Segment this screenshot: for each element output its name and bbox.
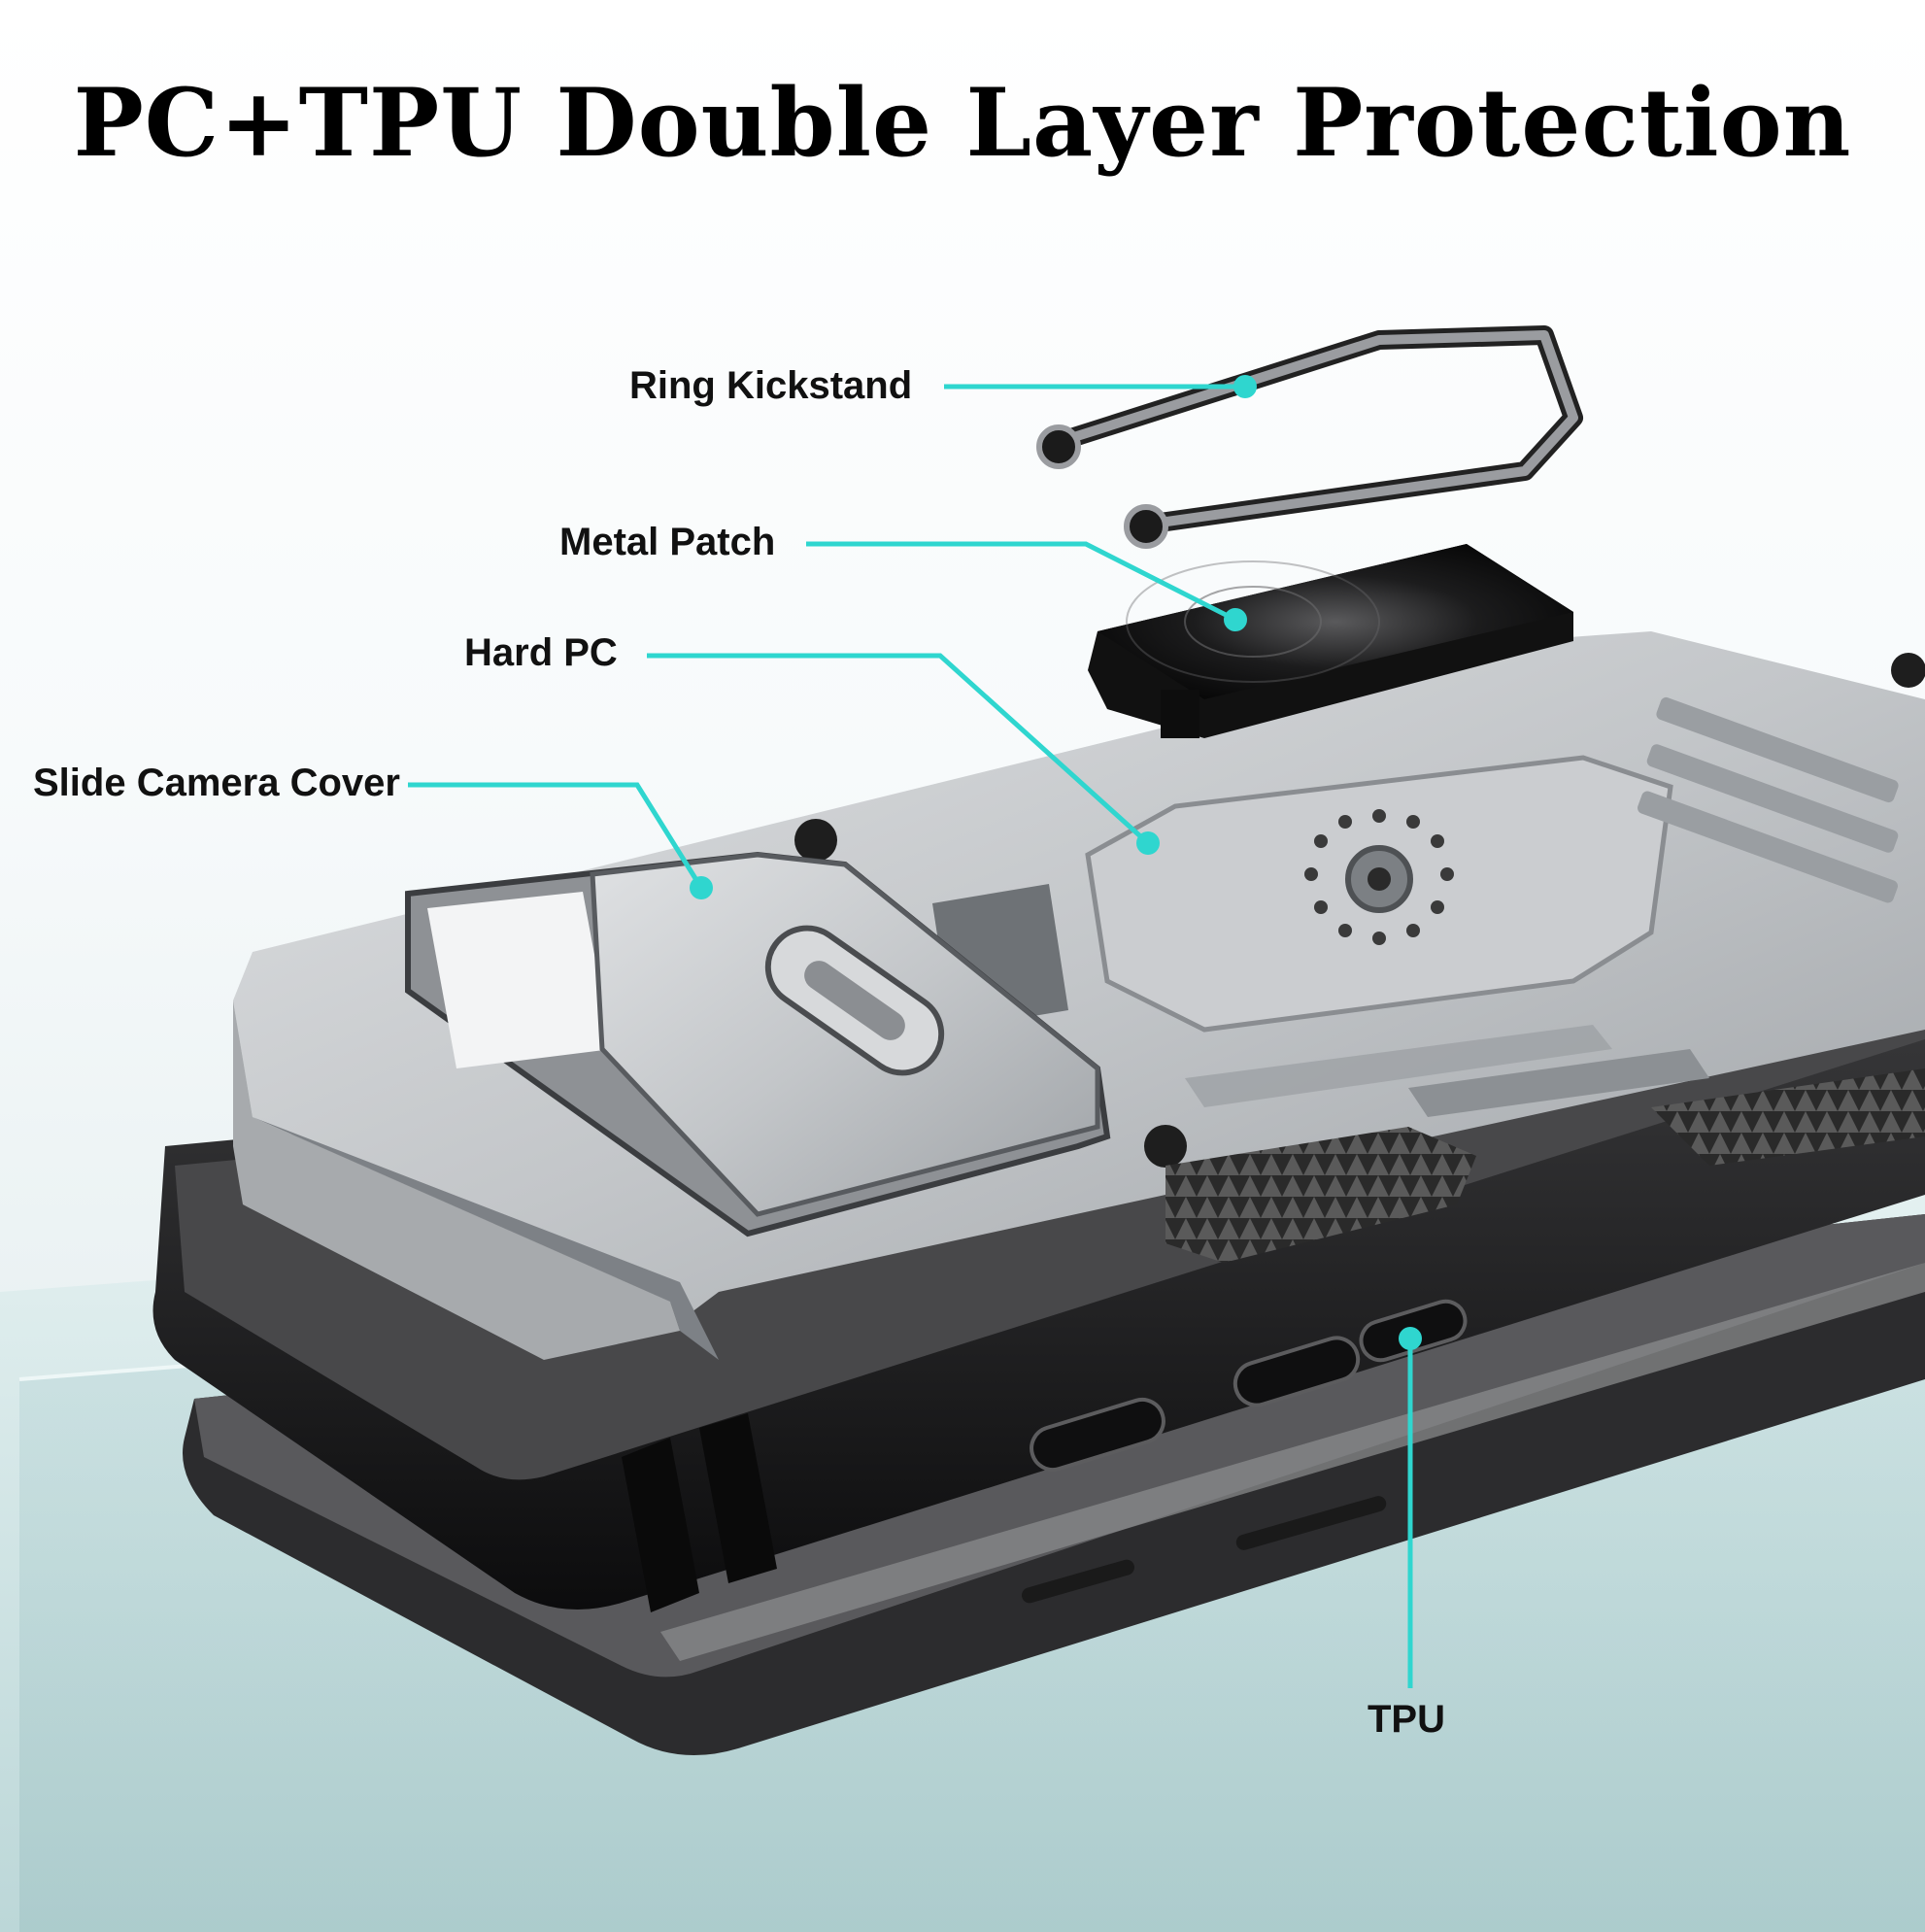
slide-camera-cover <box>405 851 1111 1237</box>
callout-hard-pc: Hard PC <box>464 631 618 674</box>
ring-kickstand <box>1036 325 1583 549</box>
callout-ring-kickstand: Ring Kickstand <box>629 364 913 407</box>
page-title: PC+TPU Double Layer Protection <box>73 68 1852 178</box>
leader-dots <box>690 375 1422 1350</box>
leader-lines <box>408 384 1413 1688</box>
callout-slide-camera-cover: Slide Camera Cover <box>33 762 400 804</box>
metal-patch <box>1088 544 1573 738</box>
ring-mount <box>1304 809 1454 945</box>
callout-metal-patch: Metal Patch <box>559 521 776 563</box>
callout-tpu: TPU <box>1368 1698 1445 1741</box>
